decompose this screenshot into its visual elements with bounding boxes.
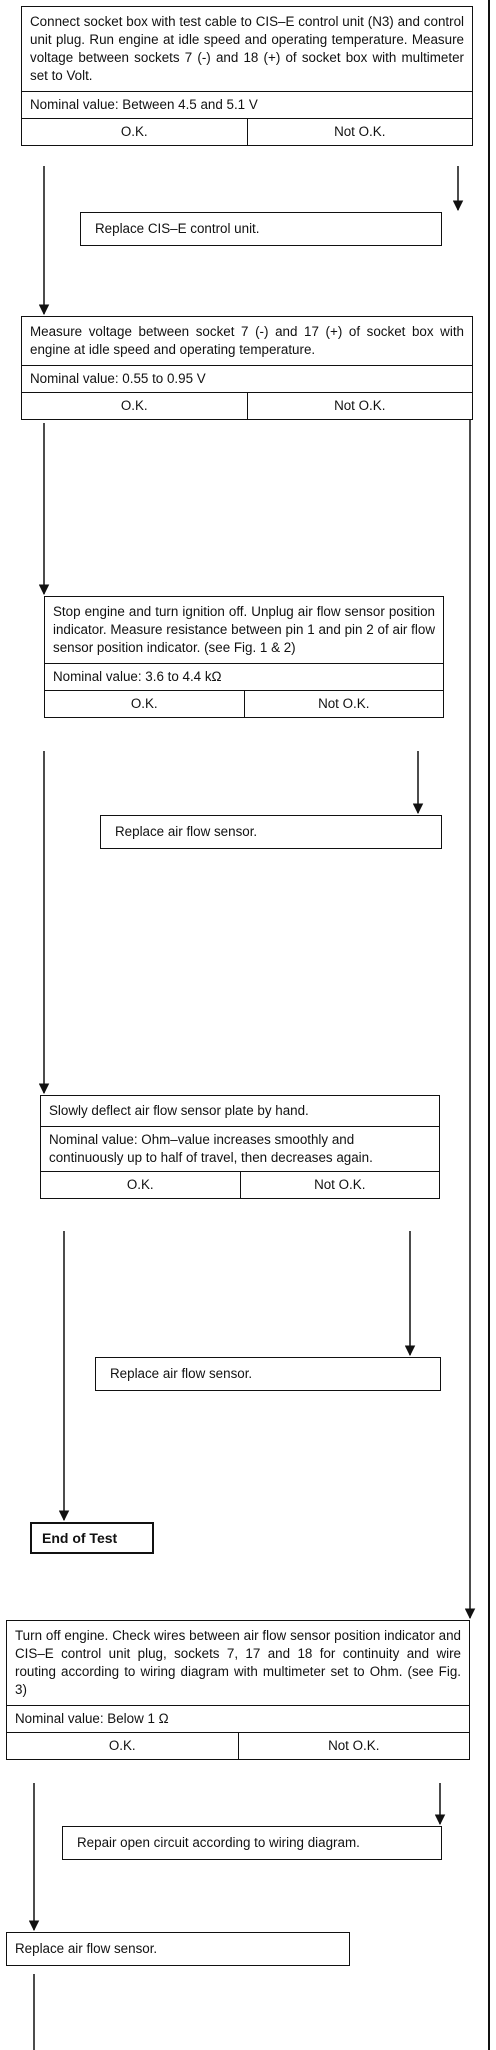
step4-instruction: Slowly deflect air flow sensor plate by … <box>49 1103 309 1118</box>
step1-ok: O.K. <box>22 119 248 145</box>
page-right-border <box>488 0 490 2050</box>
step4-box: Slowly deflect air flow sensor plate by … <box>40 1095 440 1199</box>
step4-nominal: Nominal value: Ohm–value increases smoot… <box>41 1126 439 1171</box>
step5-ok: O.K. <box>7 1733 239 1759</box>
step1-instruction: Connect socket box with test cable to CI… <box>30 14 464 83</box>
step2-ok: O.K. <box>22 393 248 419</box>
step2-nominal: Nominal value: 0.55 to 0.95 V <box>22 365 472 392</box>
step1-not-ok: Not O.K. <box>334 124 386 139</box>
step5-instruction: Turn off engine. Check wires between air… <box>15 1628 461 1697</box>
step2-instruction: Measure voltage between socket 7 (-) and… <box>30 324 464 357</box>
step3-box: Stop engine and turn ignition off. Unplu… <box>44 596 444 718</box>
step3-result-row: O.K. Not O.K. <box>45 690 443 717</box>
step5-nominal: Nominal value: Below 1 Ω <box>7 1705 469 1732</box>
step1-nominal: Nominal value: Between 4.5 and 5.1 V <box>22 91 472 118</box>
step3-not-ok: Not O.K. <box>318 696 370 711</box>
step1-box: Connect socket box with test cable to CI… <box>21 6 473 146</box>
step2-result-row: O.K. Not O.K. <box>22 392 472 419</box>
step4-result-row: O.K. Not O.K. <box>41 1171 439 1198</box>
step4-ok: O.K. <box>41 1172 241 1198</box>
step3-ok: O.K. <box>45 691 245 717</box>
step1-result-row: O.K. Not O.K. <box>22 118 472 145</box>
step5-result-row: O.K. Not O.K. <box>7 1732 469 1759</box>
final-action-box: Replace air flow sensor. <box>6 1932 350 1966</box>
step4-not-ok: Not O.K. <box>314 1177 366 1192</box>
step1-action-box: Replace CIS–E control unit. <box>80 212 442 246</box>
step2-not-ok: Not O.K. <box>334 398 386 413</box>
step2-box: Measure voltage between socket 7 (-) and… <box>21 316 473 420</box>
end-of-test-box: End of Test <box>30 1522 154 1554</box>
step3-action-box: Replace air flow sensor. <box>100 815 442 849</box>
step5-not-ok: Not O.K. <box>328 1738 380 1753</box>
step3-nominal: Nominal value: 3.6 to 4.4 kΩ <box>45 663 443 690</box>
step5-box: Turn off engine. Check wires between air… <box>6 1620 470 1760</box>
step3-instruction: Stop engine and turn ignition off. Unplu… <box>53 604 435 655</box>
step5-action-box: Repair open circuit according to wiring … <box>62 1826 442 1860</box>
step4-action-box: Replace air flow sensor. <box>95 1357 441 1391</box>
